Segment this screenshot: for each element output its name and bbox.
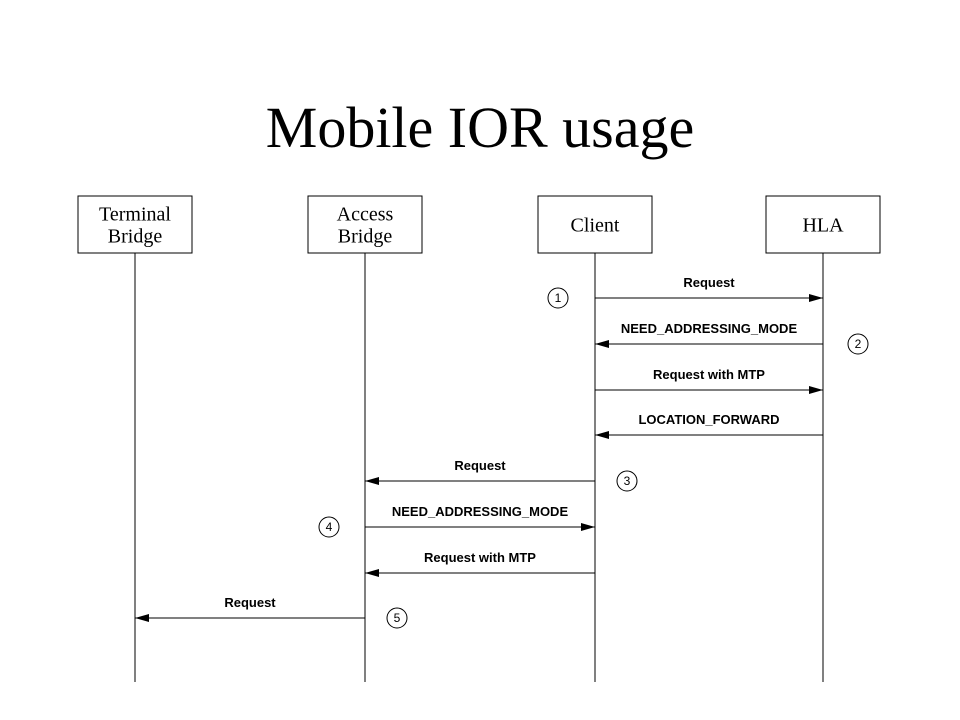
message-label: NEED_ADDRESSING_MODE [621, 321, 798, 336]
message-label: Request [454, 458, 506, 473]
message-label: Request with MTP [424, 550, 536, 565]
actor-box [765, 195, 881, 254]
step-marker: 5 [386, 607, 408, 629]
message: Request [365, 458, 595, 485]
message-label: Request [683, 275, 735, 290]
step-marker: 4 [318, 516, 340, 538]
step-number: 1 [555, 291, 562, 305]
step-marker: 1 [547, 287, 569, 309]
actor-label: Bridge [338, 226, 393, 248]
actor-label: Client [571, 215, 620, 237]
actor-box [537, 195, 653, 254]
actor-label: HLA [802, 215, 844, 237]
message: LOCATION_FORWARD [595, 412, 823, 439]
step-marker: 2 [847, 333, 869, 355]
step-circle [318, 516, 340, 538]
message-label: NEED_ADDRESSING_MODE [392, 504, 569, 519]
message: Request with MTP [365, 550, 595, 577]
message: Request with MTP [595, 367, 823, 394]
slide-title: Mobile IOR usage [265, 95, 695, 160]
actor-client: Client [537, 195, 653, 682]
message: Request [135, 595, 365, 622]
actor-label: Terminal [99, 204, 171, 226]
step-circle [616, 470, 638, 492]
step-circle [847, 333, 869, 355]
actor-label: Access [337, 204, 394, 226]
actor-label: Bridge [108, 226, 163, 248]
message: Request [595, 275, 823, 302]
message-label: Request with MTP [653, 367, 765, 382]
step-number: 5 [394, 611, 401, 625]
step-number: 3 [624, 474, 631, 488]
step-number: 4 [326, 520, 333, 534]
step-circle [547, 287, 569, 309]
message: NEED_ADDRESSING_MODE [595, 321, 823, 348]
message: NEED_ADDRESSING_MODE [365, 504, 595, 531]
actor-hla: HLA [765, 195, 881, 682]
step-number: 2 [855, 337, 862, 351]
actor-box [77, 195, 193, 254]
message-label: Request [224, 595, 276, 610]
message-label: LOCATION_FORWARD [638, 412, 779, 427]
step-marker: 3 [616, 470, 638, 492]
step-circle [386, 607, 408, 629]
steps-layer: 1 2 3 4 5 [318, 287, 869, 629]
